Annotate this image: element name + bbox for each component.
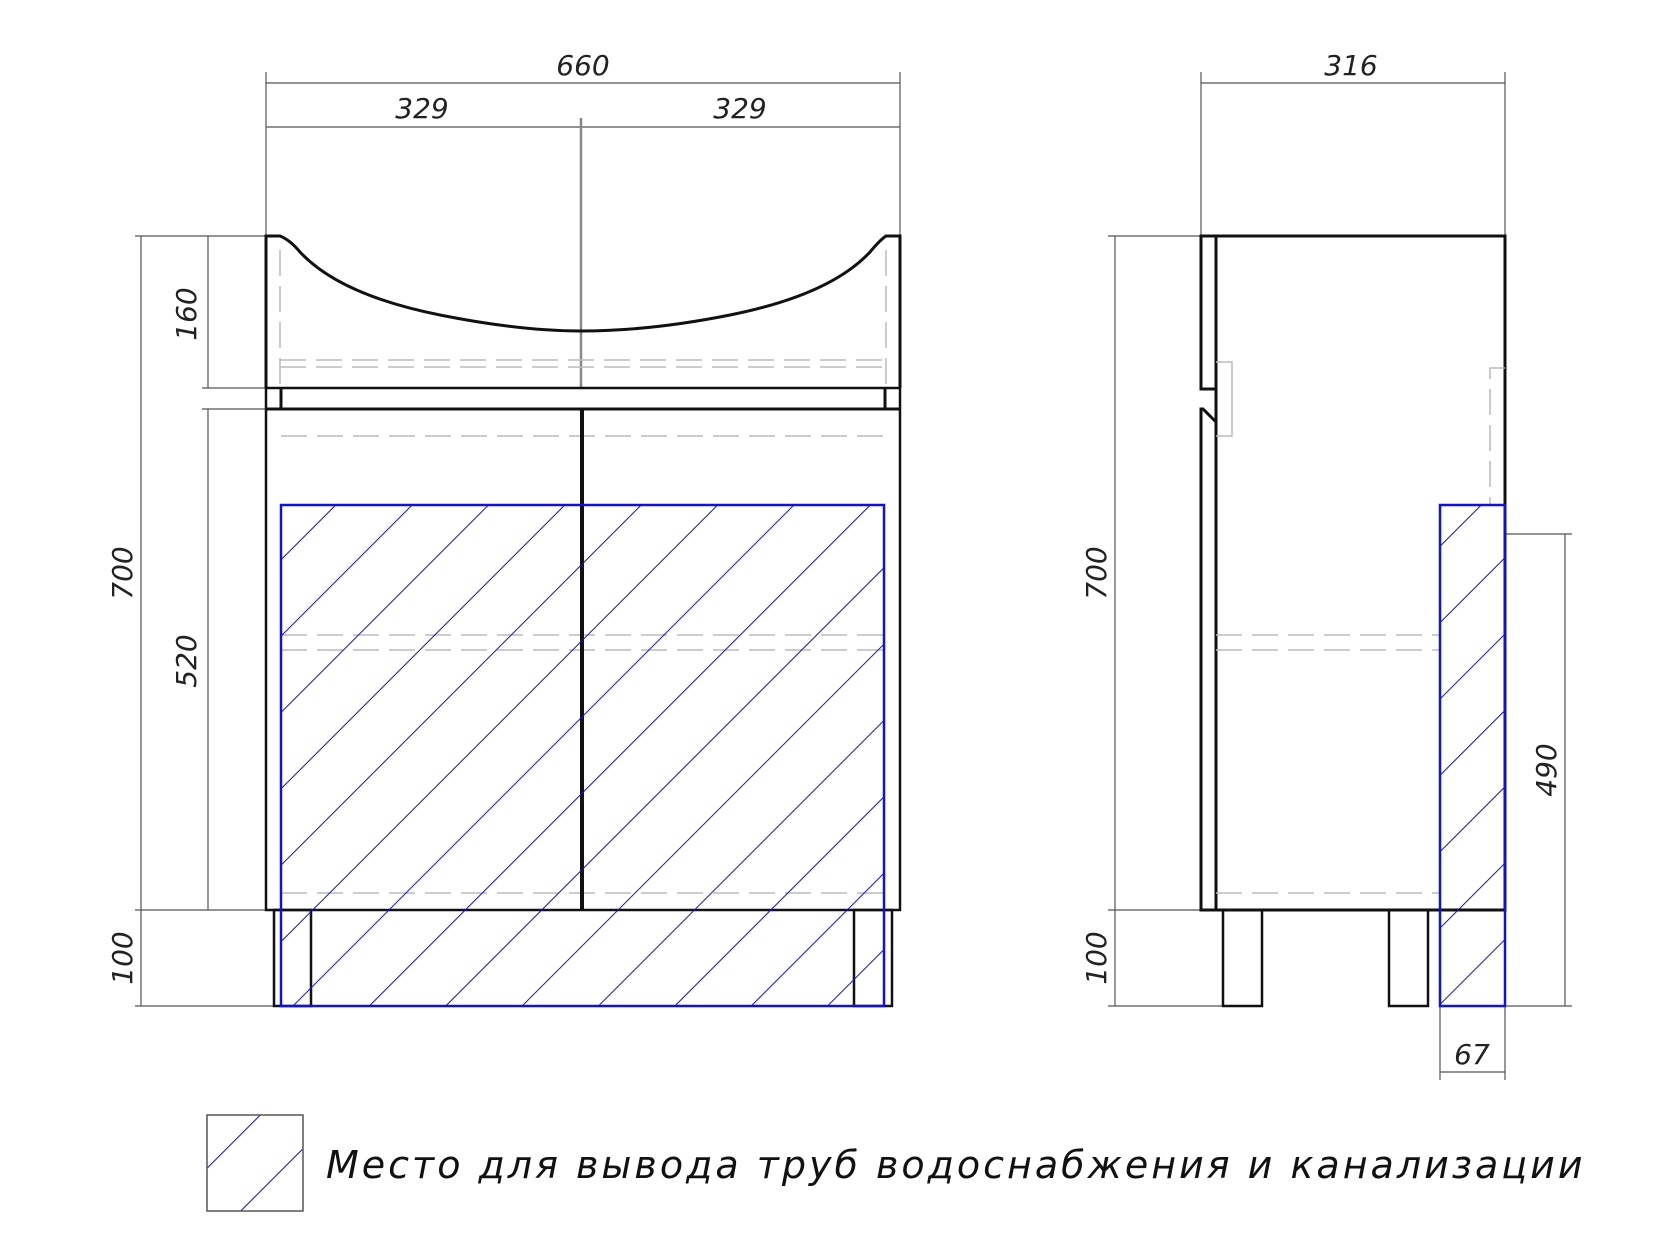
dim-label-660: 660: [556, 49, 609, 82]
dimension-pipe-zone: 490 67: [1439, 533, 1572, 1080]
dim-label-700-side: 700: [1080, 546, 1113, 599]
dim-label-100: 100: [106, 931, 139, 984]
pipe-zone-front: [279, 503, 886, 1008]
dimension-depth: 316: [1200, 49, 1506, 236]
pipe-zone-side: [1438, 503, 1507, 1008]
side-cabinet-body: [1199, 234, 1507, 912]
dim-label-67: 67: [1454, 1038, 1490, 1071]
dimension-heights-side: 700 100: [1080, 235, 1223, 1007]
dim-label-right-329: 329: [713, 92, 766, 125]
dim-label-490: 490: [1530, 743, 1563, 796]
legend-text: Место для вывода труб водоснабжения и ка…: [326, 1143, 1586, 1187]
dim-label-left-329: 329: [395, 92, 448, 125]
legend: Место для вывода труб водоснабжения и ка…: [206, 1114, 1586, 1212]
dim-label-316: 316: [1324, 49, 1377, 82]
washbasin: [264, 234, 902, 388]
side-view: 316 700 100 490 67: [1080, 49, 1572, 1080]
dim-label-700: 700: [106, 546, 139, 599]
legend-hatch-swatch: [206, 1114, 304, 1212]
side-legs: [1221, 908, 1430, 1008]
dim-label-520: 520: [170, 634, 203, 687]
dimension-heights-front: 160 700 520 100: [106, 235, 274, 1007]
dim-label-160: 160: [170, 287, 203, 340]
dimension-total-width: 660: [265, 49, 901, 236]
dimension-door-widths: 329 329: [266, 92, 900, 388]
front-view: 660 329 329 160 700 520 100: [106, 49, 902, 1008]
dim-label-100-side: 100: [1080, 931, 1113, 984]
